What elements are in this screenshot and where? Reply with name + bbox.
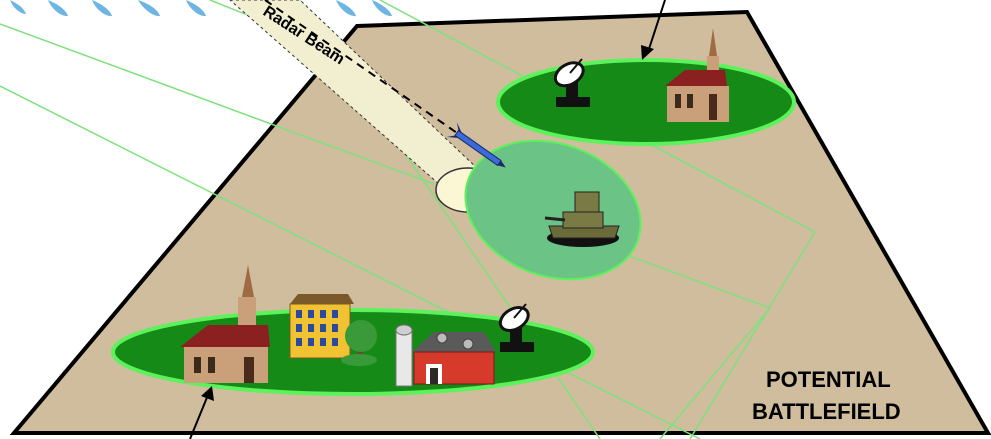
rain-cloud-icon [10,0,392,16]
upper-zone [498,60,794,144]
battlefield-label-line2: BATTLEFIELD [752,399,901,424]
battlefield-label-line1: POTENTIAL [766,367,891,392]
building-icon [290,294,354,358]
silo-icon [396,325,412,386]
